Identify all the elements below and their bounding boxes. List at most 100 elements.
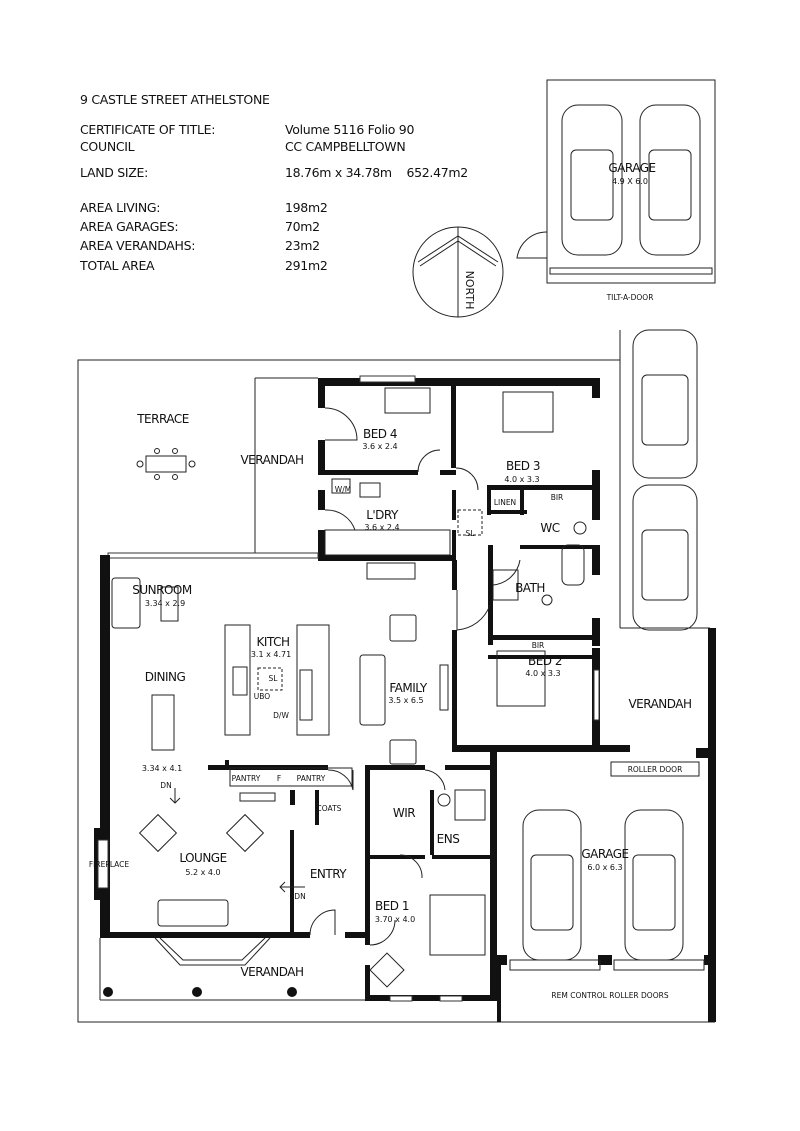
bath-label: BATH — [515, 581, 545, 595]
armchair-icon — [389, 739, 417, 765]
doors — [309, 407, 521, 946]
arrow-down-icon — [169, 788, 181, 804]
dining-table-icon — [151, 694, 175, 751]
kitchen-bench-right — [296, 624, 330, 736]
coffee-table-icon — [160, 586, 179, 622]
verandah-post-icon — [103, 987, 113, 997]
value-area-garages: 70m2 — [285, 219, 320, 234]
entry-label: ENTRY — [310, 867, 347, 881]
kitchen-size: 3.1 x 4.71 — [251, 650, 291, 659]
address: 9 CASTLE STREET ATHELSTONE — [80, 92, 270, 107]
fridge-label: F — [277, 774, 281, 783]
bed1-label: BED 1 — [375, 899, 409, 913]
wm-label: W/M — [335, 485, 351, 494]
label-total-area: TOTAL AREA — [79, 258, 155, 273]
dining-table-icon — [136, 448, 196, 480]
toilet-icon — [541, 594, 553, 606]
detached-garage: GARAGE 4.9 X 6.0 TILT-A-DOOR — [516, 79, 716, 302]
basin-icon — [437, 793, 451, 807]
pantry1-label: PANTRY — [232, 774, 261, 783]
bed-icon — [496, 650, 546, 707]
family-size: 3.5 x 6.5 — [388, 696, 423, 705]
value-total-area: 291m2 — [285, 258, 328, 273]
north-compass-icon: NORTH — [412, 226, 504, 318]
sunroom-label: SUNROOM — [132, 583, 192, 597]
ubo-label: UBO — [254, 692, 271, 701]
garage-label: GARAGE — [581, 847, 628, 861]
family-label: FAMILY — [389, 681, 427, 695]
label-area-living: AREA LIVING: — [80, 200, 160, 215]
value-area-verandahs: 23m2 — [285, 238, 320, 253]
lot-boundary — [77, 359, 715, 1023]
bed-icon — [384, 387, 431, 414]
bed3-size: 4.0 x 3.3 — [504, 475, 539, 484]
wc-label: WC — [540, 521, 559, 535]
verandah-front-label: VERANDAH — [240, 965, 303, 979]
car-icon — [632, 484, 698, 631]
bed2-label: BED 2 — [528, 654, 562, 668]
heater-icon — [366, 562, 416, 580]
linen-label: LINEN — [494, 498, 516, 507]
terrace-label: TERRACE — [136, 412, 189, 426]
bathtub-icon — [561, 544, 585, 586]
value-council: CC CAMPBELLTOWN — [285, 139, 405, 154]
car-icon — [639, 104, 701, 256]
bed2-size: 4.0 x 3.3 — [525, 669, 560, 678]
bed4-size: 3.6 x 2.4 — [362, 442, 397, 451]
room-labels: TERRACE VERANDAH BED 4 3.6 x 2.4 BED 3 4… — [89, 412, 692, 1000]
label-area-garages: AREA GARAGES: — [80, 219, 178, 234]
dn-entry-label: DN — [294, 892, 305, 901]
bir3-label: BIR — [551, 493, 564, 502]
tv-icon — [439, 664, 449, 711]
arrow-left-icon — [279, 881, 305, 893]
detached-garage-name: GARAGE — [608, 161, 655, 175]
armchair-icon — [389, 614, 417, 642]
laundry-size: 3.6 x 2.4 — [364, 523, 399, 532]
label-land-size: LAND SIZE: — [80, 165, 148, 180]
value-land-size: 18.76m x 34.78m 652.47m2 — [285, 165, 468, 180]
sofa-icon — [359, 654, 386, 726]
label-area-verandahs: AREA VERANDAHS: — [80, 238, 195, 253]
armchair-icon — [225, 813, 265, 853]
property-header: 9 CASTLE STREET ATHELSTONE CERTIFICATE O… — [79, 92, 468, 273]
kitchen-sink-icon — [299, 669, 313, 721]
sunroom-size: 3.34 x 2.9 — [145, 599, 185, 608]
roller-door-panel — [610, 761, 700, 777]
car-icon — [522, 809, 582, 961]
garage-size: 6.0 x 6.3 — [587, 863, 622, 872]
lounge-label: LOUNGE — [179, 851, 226, 865]
rem-control-label: REM CONTROL ROLLER DOORS — [551, 991, 668, 1000]
shower-icon — [454, 789, 486, 821]
label-council: COUNCIL — [80, 139, 135, 154]
car-icon — [561, 104, 623, 256]
sl-kitchen-label: SL — [269, 674, 279, 683]
bed3-label: BED 3 — [506, 459, 540, 473]
bir2-label: BIR — [532, 641, 545, 650]
sl-hall-label: SL — [466, 529, 476, 538]
dining-label: DINING — [145, 670, 186, 684]
dn-dining-label: DN — [160, 781, 171, 790]
label-title: CERTIFICATE OF TITLE: — [80, 122, 215, 137]
armchair-icon — [138, 813, 178, 853]
roller-door-label: ROLLER DOOR — [628, 765, 683, 774]
lounge-size: 5.2 x 4.0 — [185, 868, 220, 877]
armchair-icon — [369, 952, 405, 988]
value-title: Volume 5116 Folio 90 — [285, 122, 414, 137]
dining-size: 3.34 x 4.1 — [142, 764, 182, 773]
toilet-icon — [573, 521, 587, 535]
wir-label: WIR — [393, 806, 415, 820]
kitchen-island-left — [224, 624, 251, 736]
verandah-post-icon — [192, 987, 202, 997]
sofa-icon — [111, 577, 141, 629]
sofa-icon — [157, 899, 229, 927]
car-icon — [632, 329, 698, 479]
detached-garage-size: 4.9 X 6.0 — [612, 177, 648, 186]
bed-icon — [502, 391, 554, 433]
dw-label: D/W — [273, 711, 289, 720]
cooktop-icon — [232, 666, 248, 696]
verandah-right-label: VERANDAH — [628, 697, 691, 711]
tilt-a-door-label: TILT-A-DOOR — [606, 293, 654, 302]
value-area-living: 198m2 — [285, 200, 328, 215]
verandah-side-label: VERANDAH — [240, 453, 303, 467]
